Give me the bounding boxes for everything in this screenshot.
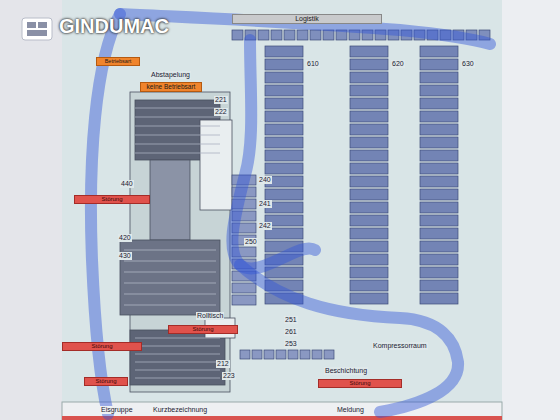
box-text: Störung bbox=[322, 380, 398, 387]
callout-number: 630 bbox=[461, 60, 475, 68]
fault-bar: Störung bbox=[62, 342, 142, 351]
column-header: Meldung bbox=[336, 406, 365, 414]
callout-number: 620 bbox=[391, 60, 405, 68]
box-text: keine Betriebsart bbox=[144, 83, 198, 91]
mode-box: keine Betriebsart bbox=[140, 82, 202, 92]
callout-number: 222 bbox=[214, 108, 228, 116]
fault-bar: Störung bbox=[84, 377, 128, 386]
watermark: GINDUMAC bbox=[58, 15, 170, 37]
status-strip bbox=[62, 402, 502, 420]
callout-number: 261 bbox=[284, 328, 298, 336]
callout-number: 241 bbox=[258, 200, 272, 208]
box-text: Störung bbox=[88, 378, 124, 385]
callout-number: 221 bbox=[214, 96, 228, 104]
box-text: Logistik bbox=[236, 15, 378, 23]
column-header: Kurzbezeichnung bbox=[152, 406, 208, 414]
mode-tag: Betriebsart bbox=[96, 57, 140, 66]
photo-edge bbox=[502, 0, 560, 420]
callout-number: 223 bbox=[222, 372, 236, 380]
callout-number: 242 bbox=[258, 222, 272, 230]
fault-bar: Störung bbox=[74, 195, 150, 204]
station-label: Beschichtung bbox=[324, 367, 368, 375]
callout-number: 240 bbox=[258, 176, 272, 184]
station-label: Abstapelung bbox=[150, 71, 191, 79]
screen bbox=[62, 0, 502, 420]
logo-icon bbox=[22, 18, 52, 40]
callout-number: 212 bbox=[216, 360, 230, 368]
area-header: Logistik bbox=[232, 14, 382, 24]
box-text: Störung bbox=[78, 196, 146, 203]
callout-number: 430 bbox=[118, 252, 132, 260]
room-label: Kompressorraum bbox=[372, 342, 428, 350]
fault-bar: Störung bbox=[318, 379, 402, 388]
box-text: Störung bbox=[172, 326, 234, 333]
machine-detail bbox=[124, 108, 220, 378]
callout-number: 250 bbox=[244, 238, 258, 246]
box-text: Störung bbox=[66, 343, 138, 350]
marker-route bbox=[91, 14, 490, 414]
callout-number: 440 bbox=[120, 180, 134, 188]
callout-number: 251 bbox=[284, 316, 298, 324]
callout-number: 253 bbox=[284, 340, 298, 348]
callout-number: 610 bbox=[306, 60, 320, 68]
box-text: Betriebsart bbox=[100, 58, 136, 65]
status-strip-red bbox=[62, 416, 502, 420]
station-label: Rolltisch bbox=[196, 312, 224, 320]
photo-edge bbox=[0, 0, 62, 420]
callout-number: 420 bbox=[118, 234, 132, 242]
fault-bar: Störung bbox=[168, 325, 238, 334]
column-header: Eisgruppe bbox=[100, 406, 134, 414]
